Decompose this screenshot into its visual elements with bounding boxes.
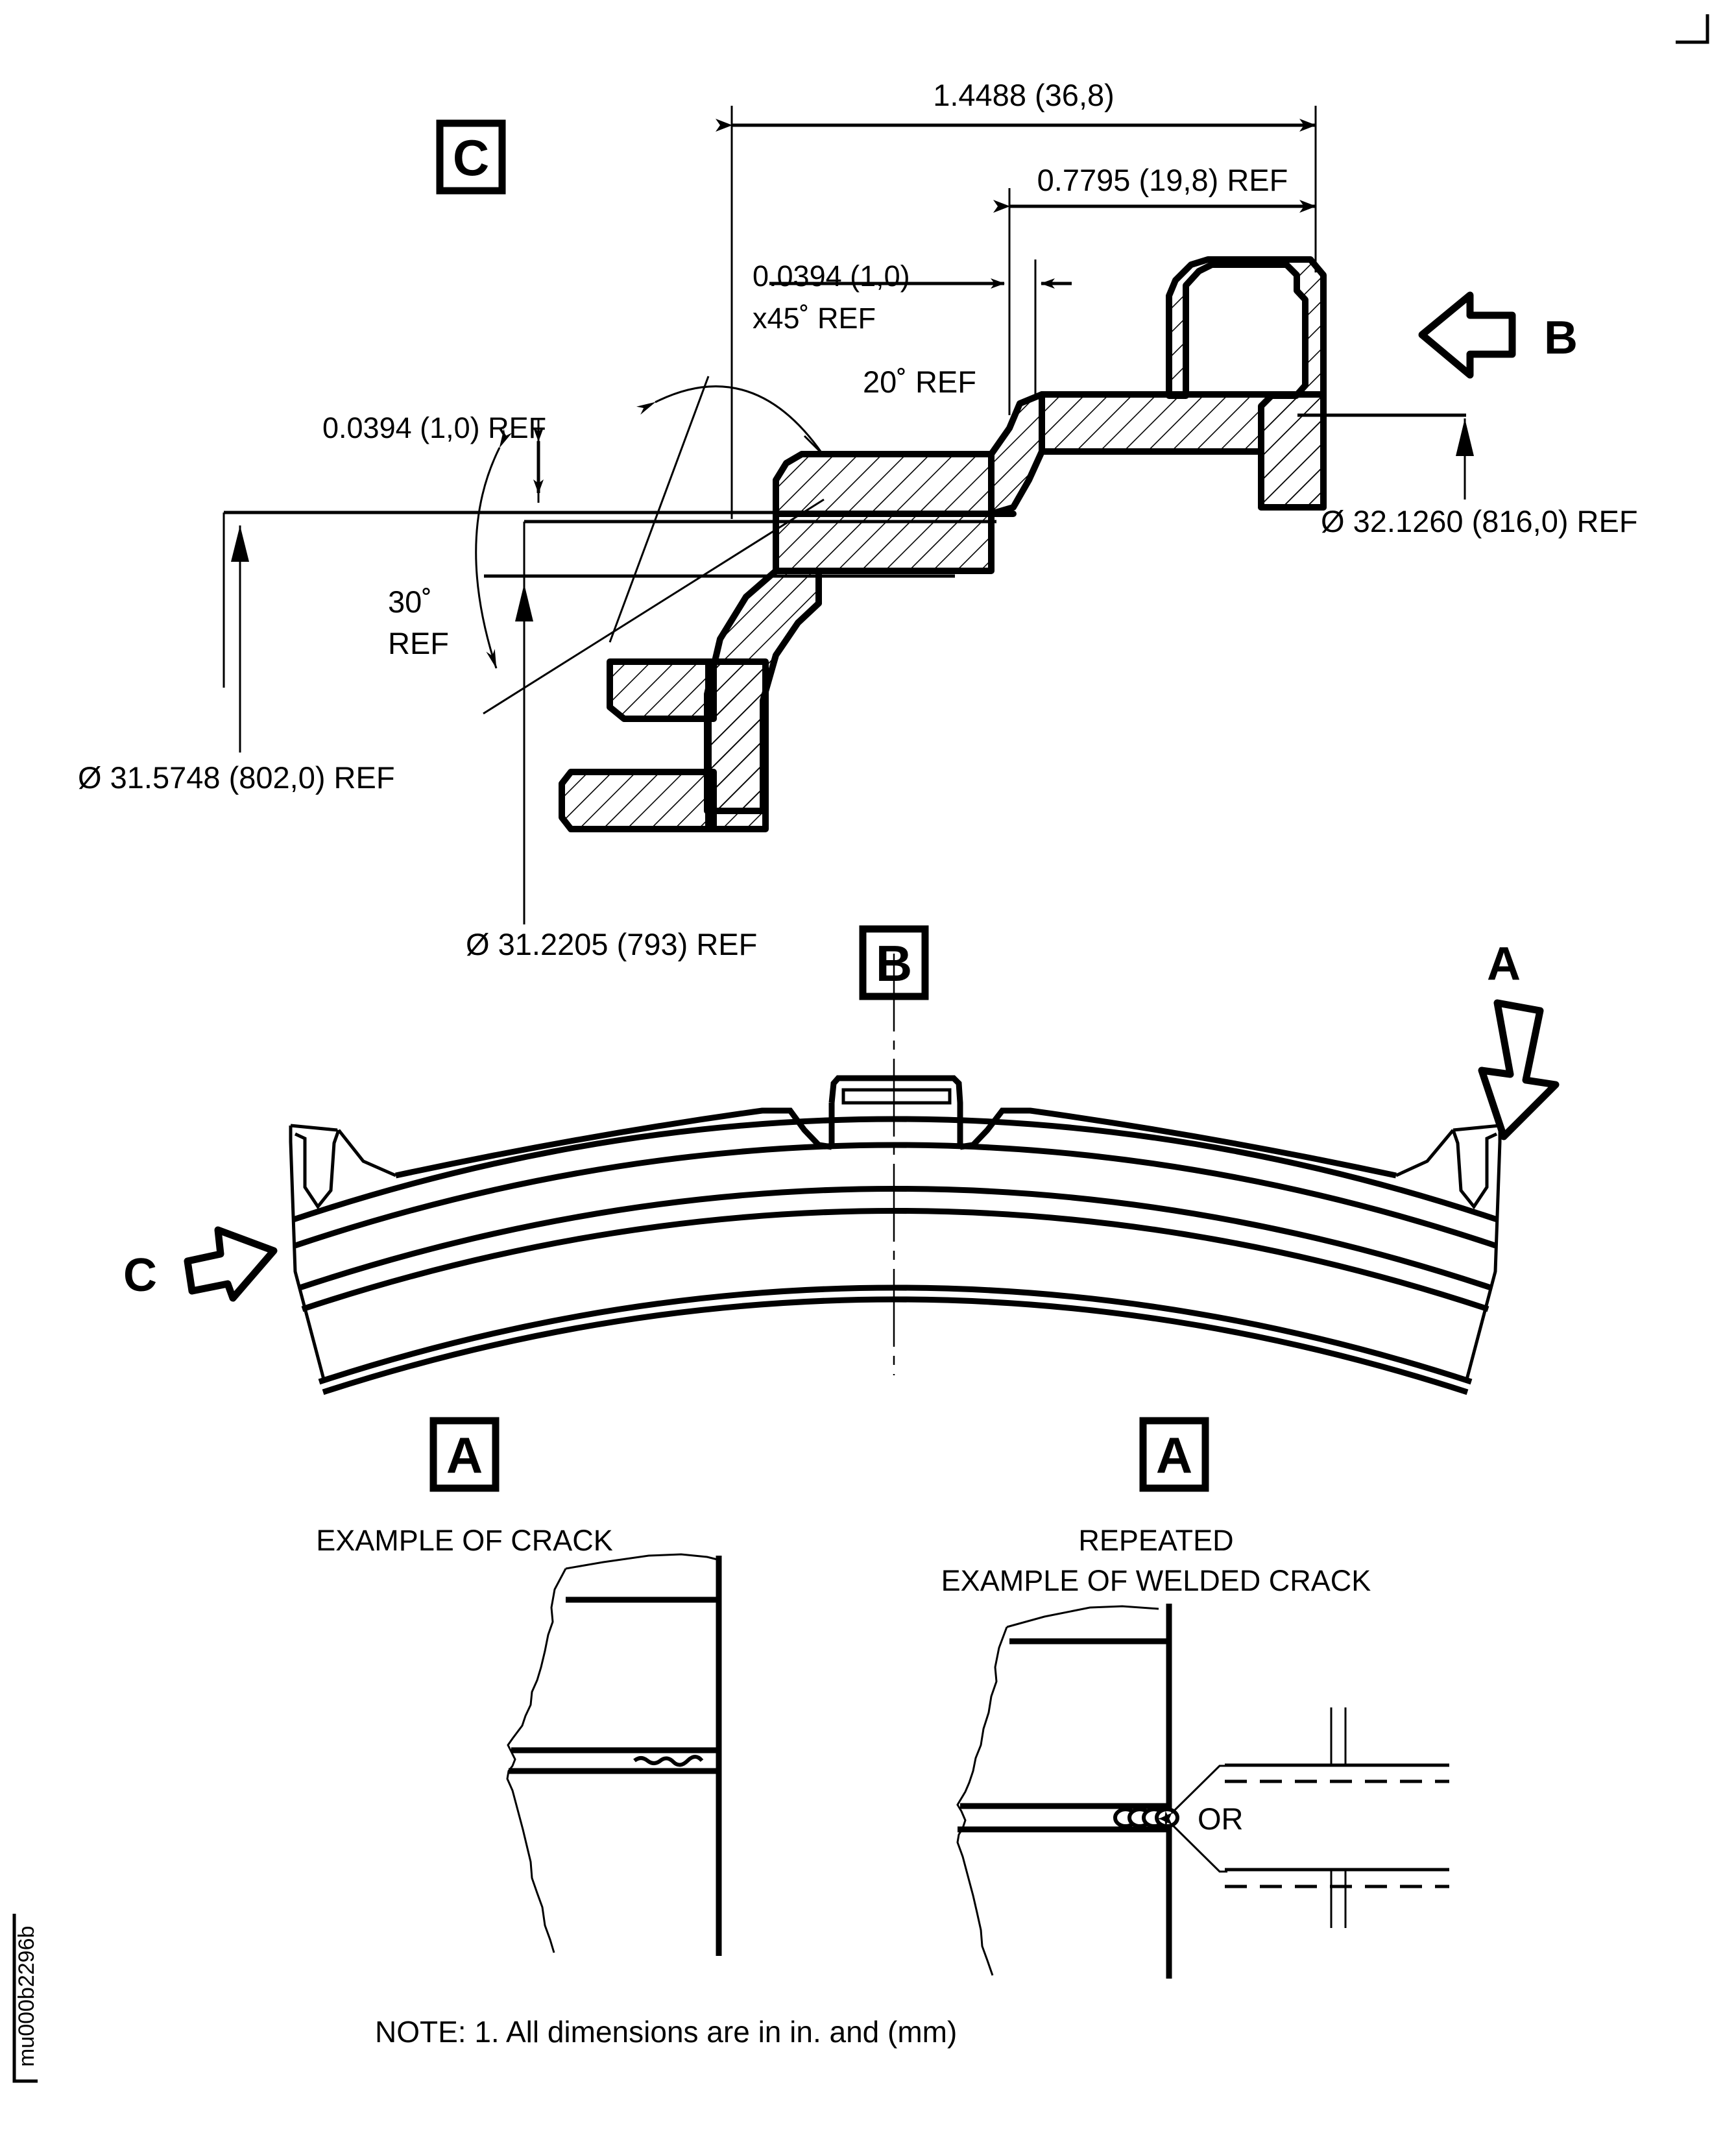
detail-a-right-caption-line1: REPEATED xyxy=(1078,1524,1233,1557)
or-label: OR xyxy=(1198,1802,1244,1836)
view-arrow-c-icon xyxy=(184,1226,278,1302)
weld-symbol-lower xyxy=(1225,1868,1449,1928)
weld-symbol-upper xyxy=(1225,1707,1449,1783)
weld-bead-icon xyxy=(1113,1807,1179,1828)
dim-overall-width-label: 1.4488 (36,8) xyxy=(933,78,1115,112)
crack-example-left-figure xyxy=(506,1553,722,1956)
angle-30-ref xyxy=(475,428,825,715)
dimension-flange-width xyxy=(993,188,1316,415)
dim-chamfer-angle-label: x45˚ REF xyxy=(753,302,876,335)
section-label-box-c xyxy=(436,119,506,195)
detail-a-left-caption: EXAMPLE OF CRACK xyxy=(316,1524,613,1557)
view-arrow-b-icon xyxy=(1418,291,1516,379)
dim-dia-802-label: Ø 31.5748 (802,0) REF xyxy=(78,760,395,795)
dim-dia-793-leader xyxy=(515,584,533,924)
section-label-c-letter: C xyxy=(453,129,489,186)
corner-bracket-icon xyxy=(1676,14,1709,44)
rim-segment-view xyxy=(289,954,1502,1395)
dim-dia-802-leader xyxy=(231,525,249,753)
section-outline-main xyxy=(559,247,1349,832)
angle-20-ref xyxy=(609,376,824,643)
dim-dia-816-leader xyxy=(1456,418,1474,500)
dim-step-height-label: 0.0394 (1,0) REF xyxy=(322,411,546,444)
detail-label-box-a-left xyxy=(429,1417,500,1492)
drawing-note: NOTE: 1. All dimensions are in in. and (… xyxy=(375,2015,957,2049)
angle-30-ref-label-line1: 30˚ xyxy=(388,584,432,619)
welded-crack-example-right-figure: OR xyxy=(956,1604,1449,1979)
angle-30-ref-label-line2: REF xyxy=(388,626,449,660)
dim-dia-816-label: Ø 32.1260 (816,0) REF xyxy=(1321,504,1638,538)
view-arrow-a-icon xyxy=(1478,999,1560,1140)
view-arrow-b-label: B xyxy=(1544,312,1578,364)
detail-a-right-caption-line2: EXAMPLE OF WELDED CRACK xyxy=(941,1564,1371,1597)
dim-chamfer-label: 0.0394 (1,0) xyxy=(753,259,910,293)
view-arrow-c-label: C xyxy=(123,1249,157,1301)
sheet-id-corner-bracket-icon xyxy=(12,1914,38,2083)
dim-dia-793-label: Ø 31.2205 (793) REF xyxy=(466,927,757,961)
sheet-id-code: mu000b2296b xyxy=(14,1926,39,2067)
detail-a-left-letter: A xyxy=(446,1427,483,1484)
detail-a-right-letter: A xyxy=(1156,1427,1192,1484)
dimension-overall-width xyxy=(716,106,1317,519)
dim-flange-width-label: 0.7795 (19,8) REF xyxy=(1037,163,1288,197)
view-arrow-a-label: A xyxy=(1487,938,1521,990)
dimension-chamfer xyxy=(769,259,1072,397)
detail-label-box-a-right xyxy=(1139,1417,1209,1492)
angle-20-ref-label: 20˚ REF xyxy=(863,365,976,399)
